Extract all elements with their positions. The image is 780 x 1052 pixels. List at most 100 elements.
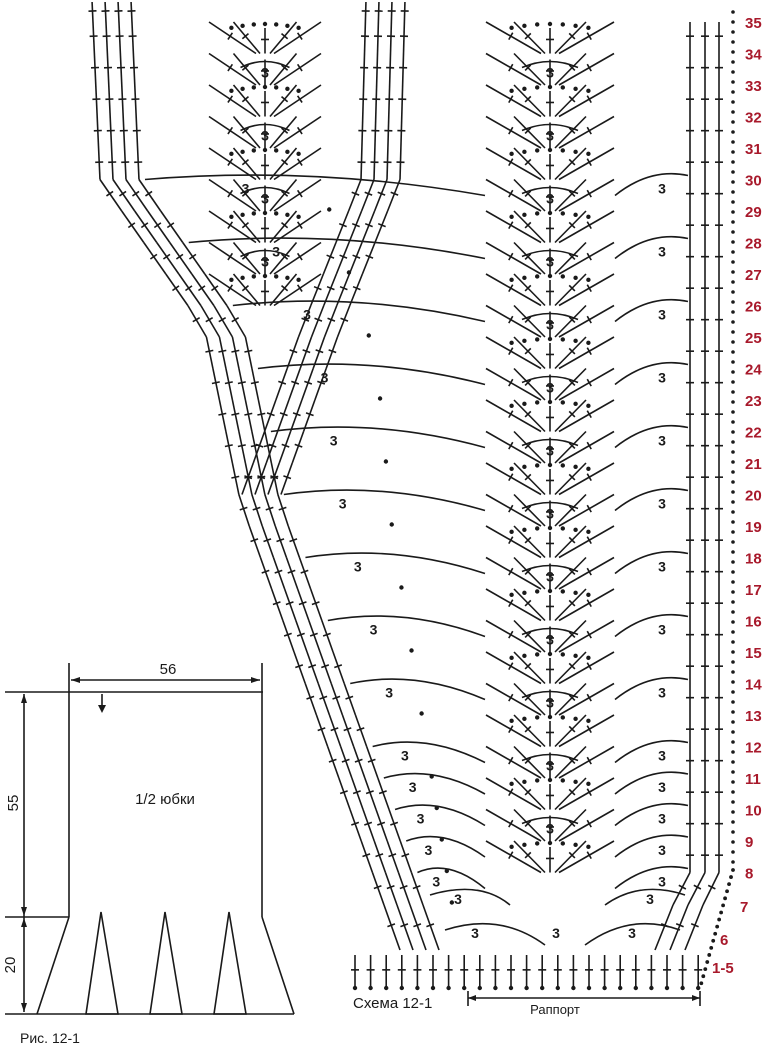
chain-count-label: 3 bbox=[272, 244, 280, 260]
chain-dot bbox=[251, 211, 256, 216]
chain-dot bbox=[731, 20, 735, 24]
double-crochet-stitch bbox=[360, 53, 369, 86]
chain-dot bbox=[251, 22, 256, 27]
chain-count-label: 3 bbox=[546, 128, 554, 144]
double-crochet-stitch bbox=[558, 493, 615, 527]
double-crochet-stitch bbox=[546, 217, 554, 243]
double-crochet-stitch bbox=[715, 22, 723, 54]
chain-count-label: 3 bbox=[628, 925, 636, 941]
chain-dot bbox=[509, 466, 514, 472]
double-crochet-stitch bbox=[263, 431, 273, 464]
chain-count-label: 3 bbox=[658, 244, 666, 260]
chain-arc bbox=[240, 60, 290, 69]
chain-dot bbox=[547, 147, 553, 153]
chain-count-label: 3 bbox=[658, 181, 666, 197]
chain-arc bbox=[521, 123, 579, 132]
double-crochet-stitch bbox=[299, 336, 313, 369]
chain-dot bbox=[509, 781, 514, 787]
double-crochet-stitch bbox=[513, 147, 546, 181]
chain-count-label: 3 bbox=[303, 307, 311, 323]
chain-dot bbox=[731, 390, 735, 394]
double-crochet-stitch bbox=[270, 462, 279, 495]
double-crochet-stitch bbox=[321, 620, 334, 653]
double-crochet-stitch bbox=[715, 841, 723, 873]
double-crochet-stitch bbox=[513, 462, 546, 496]
double-crochet-stitch bbox=[269, 21, 298, 55]
double-crochet-stitch bbox=[118, 84, 127, 117]
double-crochet-stitch bbox=[485, 304, 542, 338]
double-crochet-stitch bbox=[558, 115, 615, 149]
chain-dot bbox=[731, 660, 735, 664]
double-crochet-stitch bbox=[129, 53, 139, 86]
double-crochet-stitch bbox=[397, 955, 406, 988]
chain-dot bbox=[731, 70, 735, 74]
double-crochet-stitch bbox=[672, 872, 691, 906]
double-crochet-stitch bbox=[204, 273, 228, 306]
chain-dot bbox=[731, 260, 735, 264]
height-bottom-dimension: 20 bbox=[2, 957, 19, 974]
chain-dot bbox=[586, 985, 592, 991]
chain-dot bbox=[586, 844, 591, 850]
double-crochet-stitch bbox=[336, 305, 351, 338]
double-crochet-stitch bbox=[715, 116, 723, 148]
chain-dot bbox=[731, 560, 735, 564]
chain-dot bbox=[586, 718, 591, 724]
chain-dot bbox=[731, 770, 735, 774]
chain-dot bbox=[535, 22, 540, 27]
double-crochet-stitch bbox=[513, 588, 546, 622]
chain-dot bbox=[731, 650, 735, 654]
double-crochet-stitch bbox=[347, 179, 362, 212]
double-crochet-stitch bbox=[232, 147, 261, 181]
double-crochet-stitch bbox=[686, 274, 694, 306]
chain-dot bbox=[731, 60, 735, 64]
double-crochet-stitch bbox=[554, 241, 587, 275]
double-crochet-stitch bbox=[397, 872, 411, 906]
chain-dot bbox=[560, 463, 565, 468]
chain-dot bbox=[522, 23, 527, 29]
double-crochet-stitch bbox=[208, 241, 257, 275]
double-crochet-stitch bbox=[398, 84, 407, 117]
double-crochet-stitch bbox=[208, 84, 257, 118]
chain-dot bbox=[573, 653, 578, 659]
double-crochet-stitch bbox=[348, 210, 363, 243]
double-crochet-stitch bbox=[715, 652, 723, 684]
chain-dot bbox=[547, 525, 553, 531]
chain-dot bbox=[573, 275, 578, 281]
double-crochet-stitch bbox=[686, 211, 694, 243]
double-crochet-stitch bbox=[341, 714, 355, 747]
double-crochet-stitch bbox=[546, 847, 554, 873]
double-crochet-stitch bbox=[231, 399, 240, 432]
double-crochet-stitch bbox=[522, 955, 531, 988]
double-crochet-stitch bbox=[715, 305, 723, 337]
chain-dot bbox=[664, 985, 670, 991]
chain-dot bbox=[285, 86, 290, 92]
chain-dot bbox=[555, 985, 560, 991]
double-crochet-stitch bbox=[413, 955, 422, 988]
double-crochet-stitch bbox=[351, 955, 359, 988]
double-crochet-stitch bbox=[554, 619, 587, 653]
double-crochet-stitch bbox=[485, 493, 542, 527]
double-crochet-stitch bbox=[715, 274, 723, 306]
chain-dot bbox=[522, 653, 527, 659]
double-crochet-stitch bbox=[558, 556, 615, 590]
chain-arc bbox=[372, 741, 486, 764]
chain-dot bbox=[731, 670, 735, 674]
double-crochet-stitch bbox=[686, 620, 694, 652]
double-crochet-stitch bbox=[715, 148, 723, 180]
double-crochet-stitch bbox=[546, 154, 554, 180]
double-crochet-stitch bbox=[131, 84, 140, 117]
chain-dot bbox=[731, 170, 735, 174]
double-crochet-stitch bbox=[397, 116, 406, 149]
double-crochet-stitch bbox=[485, 588, 542, 622]
double-crochet-stitch bbox=[306, 651, 319, 684]
double-crochet-stitch bbox=[715, 526, 723, 558]
double-crochet-stitch bbox=[701, 305, 709, 337]
chain-dot bbox=[399, 585, 404, 590]
double-crochet-stitch bbox=[208, 147, 257, 181]
chain-dot bbox=[701, 974, 706, 979]
chain-dot bbox=[731, 210, 735, 214]
chain-dot bbox=[731, 450, 735, 454]
double-crochet-stitch bbox=[147, 210, 171, 243]
double-crochet-stitch bbox=[444, 955, 453, 988]
double-crochet-stitch bbox=[349, 273, 364, 306]
